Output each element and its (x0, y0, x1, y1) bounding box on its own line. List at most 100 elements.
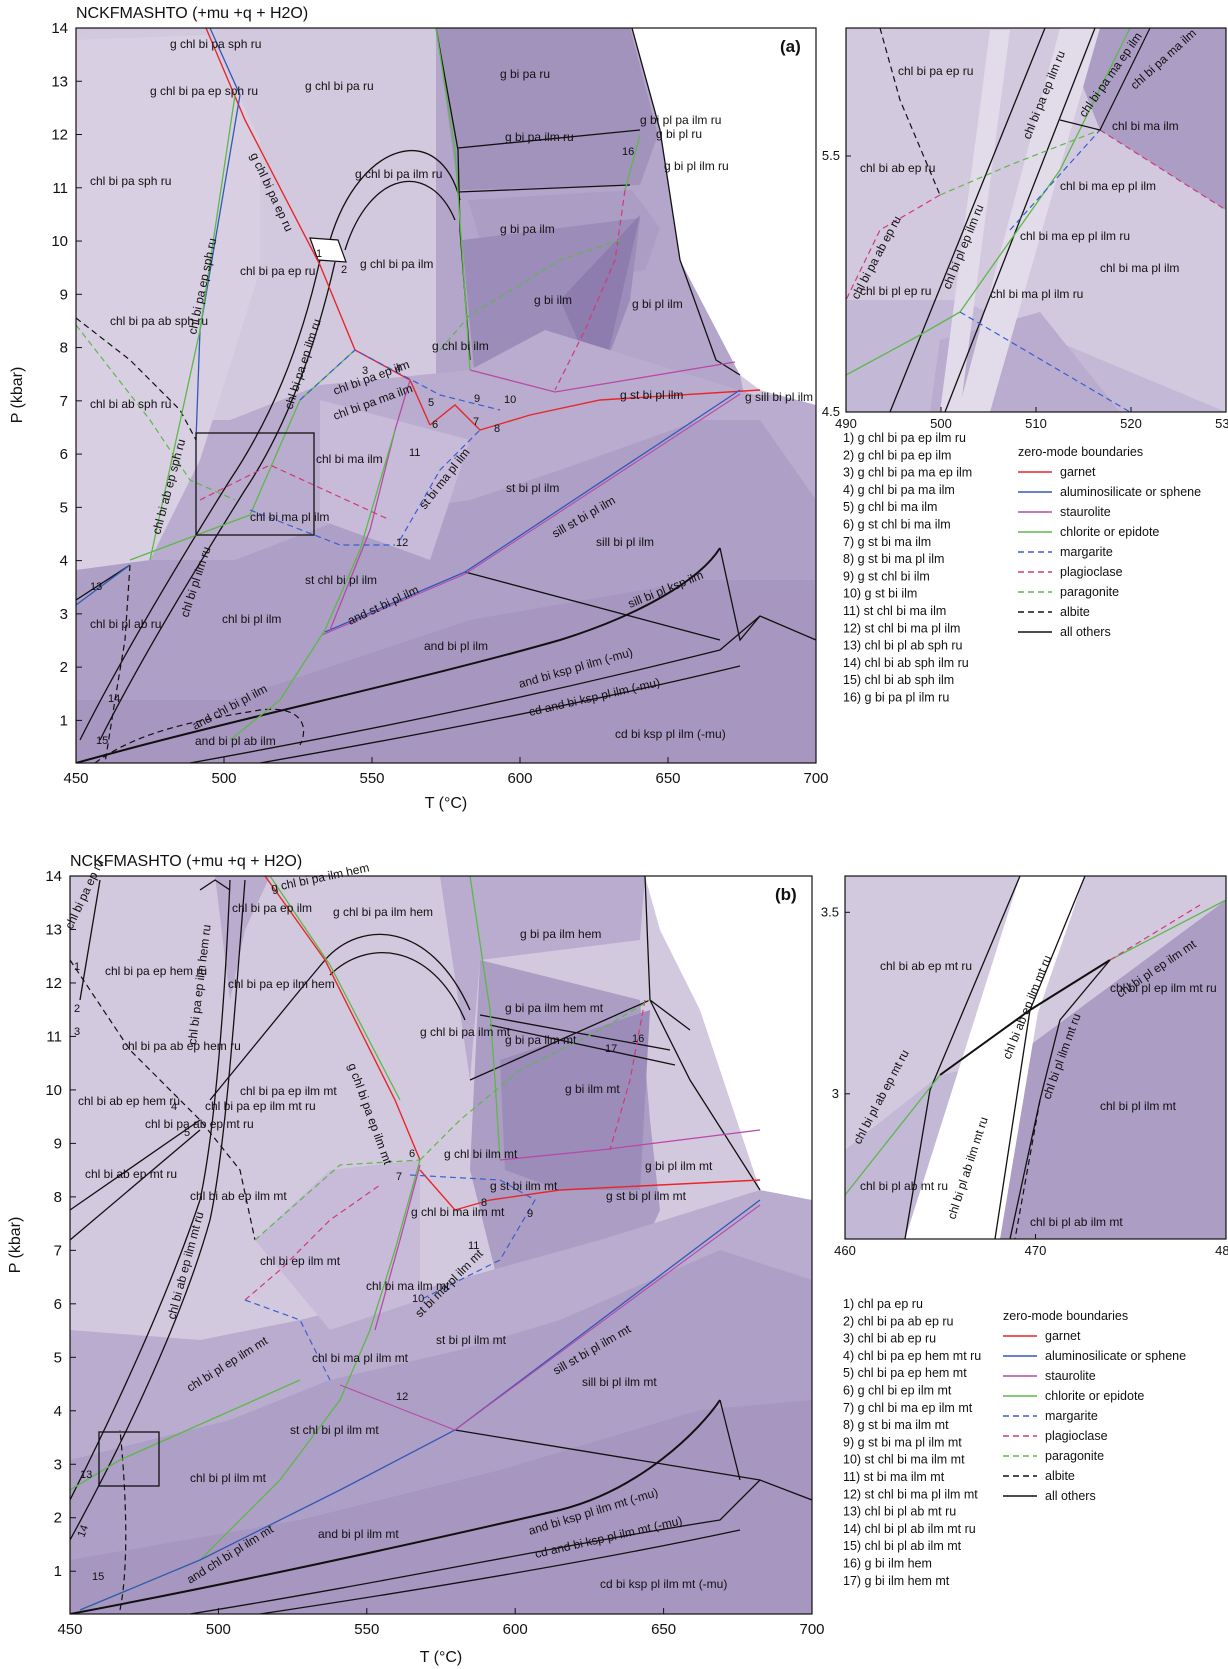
field-label: sill bi pl ilm mt (582, 1375, 657, 1389)
panel-b-boundaries (70, 876, 812, 1614)
key-entry: 4) chl bi pa ep hem mt ru (843, 1349, 981, 1363)
field-label: g chl bi ilm (432, 339, 489, 353)
legend-label: all others (1060, 625, 1111, 639)
inset-y-tick-label: 3 (832, 1086, 839, 1101)
field-label: g chl bi pa ilm ru (355, 167, 442, 181)
x-tick-label: 600 (507, 770, 532, 787)
panel-a-title: NCKFMASHTO (+mu +q + H2O) (76, 5, 308, 22)
key-entry: 1) g chl bi pa ep ilm ru (843, 431, 966, 445)
y-tick-label: 4 (54, 1403, 62, 1420)
field-label: sill bi pl ilm (596, 535, 654, 549)
key-entry: 2) chl bi pa ab ep ru (843, 1314, 954, 1328)
invariant-point: 2 (74, 1003, 80, 1015)
inset-field-label: chl bi ma ep pl ilm (1060, 179, 1156, 193)
inset-field-label: chl bi ab ep mt ru (880, 959, 972, 973)
field-label: chl bi pa ep hem ru (105, 964, 207, 978)
legend-label: paragonite (1045, 1449, 1104, 1463)
inset-field-label: chl bi pa ep ru (898, 64, 973, 78)
field-label: chl bi pa ep ilm (232, 901, 312, 915)
invariant-point: 10 (504, 394, 516, 406)
legend-label: aluminosilicate or sphene (1060, 485, 1201, 499)
invariant-point: 10 (412, 1293, 424, 1305)
field-label: g chl bi ilm mt (444, 1147, 518, 1161)
legend-label: all others (1045, 1489, 1096, 1503)
panel-a-inset-marker (195, 432, 315, 536)
invariant-point: 3 (362, 365, 368, 377)
field-label: g st bi pl ilm mt (606, 1189, 687, 1203)
field-label: g chl bi pa ru (305, 79, 374, 93)
panel-a-key: 1) g chl bi pa ep ilm ru2) g chl bi pa e… (843, 431, 972, 705)
panel-b-letter: (b) (775, 885, 797, 904)
key-entry: 12) st chl bi ma pl ilm (843, 621, 960, 635)
invariant-point: 4 (395, 363, 401, 375)
field-label: g bi pa ilm (500, 222, 555, 236)
inset-field-label: chl bi ab ep ru (860, 161, 935, 175)
key-entry: 15) chl bi pl ab ilm mt (843, 1539, 962, 1553)
y-tick-label: 14 (51, 20, 68, 37)
invariant-point: 7 (473, 416, 479, 428)
y-tick-label: 10 (45, 1082, 62, 1099)
key-entry: 16) g bi pa pl ilm ru (843, 691, 949, 705)
panel-b-title: NCKFMASHTO (+mu +q + H2O) (70, 853, 302, 870)
inset-y-tick-label: 3.5 (821, 904, 839, 919)
key-entry: 14) chl bi ab sph ilm ru (843, 656, 969, 670)
invariant-point: 15 (96, 735, 108, 747)
inset-field-label: chl bi pl ep ilm mt ru (1110, 981, 1217, 995)
field-label: chl bi pl ab ru (90, 617, 161, 631)
y-tick-label: 11 (46, 1028, 62, 1045)
invariant-point: 12 (396, 537, 408, 549)
field-label: g chl bi ma ilm mt (411, 1205, 505, 1219)
legend-label: albite (1045, 1469, 1075, 1483)
field-label: g bi pa ilm ru (505, 130, 574, 144)
field-label: and bi pl ilm mt (318, 1527, 399, 1541)
invariant-point: 16 (622, 146, 634, 158)
field-label: g bi pl ilm mt (645, 1159, 713, 1173)
y-tick-label: 7 (54, 1242, 62, 1259)
panel-a-boundaries (76, 28, 816, 763)
y-tick-label: 13 (51, 73, 68, 90)
field-label: chl bi ma ilm (316, 452, 383, 466)
invariant-point: 5 (428, 397, 434, 409)
legend-label: margarite (1060, 545, 1113, 559)
x-tick-label: 650 (651, 1621, 676, 1638)
inset-x-tick-label: 490 (835, 416, 857, 431)
panel-b: NCKFMASHTO (+mu +q + H2O) (7, 853, 1228, 1666)
field-label: chl bi pa ab ep hem ru (122, 1039, 241, 1053)
inset-x-tick-label: 480 (1215, 1243, 1228, 1258)
field-label: g bi ilm mt (565, 1082, 620, 1096)
y-tick-label: 14 (45, 868, 62, 885)
inset-x-tick-label: 460 (834, 1243, 856, 1258)
panel-b-frame (69, 875, 813, 1615)
legend-label: garnet (1060, 465, 1096, 479)
inset-field-label: chl bi ma ep pl ilm ru (1020, 229, 1130, 243)
y-tick-label: 3 (54, 1456, 62, 1473)
key-entry: 8) g st bi ma pl ilm (843, 552, 944, 566)
field-label: st chl bi pl ilm (305, 573, 377, 587)
field-label: g chl bi pa ilm (360, 257, 433, 271)
panel-a: NCKFMASHTO (+mu +q + H2O) (9, 5, 1228, 812)
invariant-point: 5 (184, 1127, 190, 1139)
field-label: chl bi pa ab ep mt ru (145, 1117, 254, 1131)
x-tick-label: 550 (359, 770, 384, 787)
key-entry: 1) chl pa ep ru (843, 1297, 923, 1311)
invariant-point: 6 (432, 419, 438, 431)
field-label: cd bi ksp pl ilm (-mu) (615, 727, 726, 741)
invariant-point: 16 (632, 1033, 644, 1045)
field-label: g bi pl ilm ru (664, 159, 729, 173)
key-entry: 10) st chl bi ma ilm mt (843, 1453, 965, 1467)
field-label: g bi pa ilm hem (520, 927, 601, 941)
panel-a-legend: zero-mode boundariesgarnetaluminosilicat… (1018, 445, 1201, 639)
x-tick-label: 650 (655, 770, 680, 787)
key-entry: 17) g bi ilm hem mt (843, 1574, 950, 1588)
inset-field-label: chl bi pl ilm mt (1100, 1099, 1177, 1113)
field-label: chl bi pa ep ilm mt ru (205, 1099, 316, 1113)
inset-field-label: chl bi pl ep ru (860, 284, 931, 298)
panel-a-xlabel: T (°C) (425, 795, 468, 812)
key-entry: 13) chl bi pl ab mt ru (843, 1505, 956, 1519)
invariant-point: 4 (171, 1101, 177, 1113)
y-tick-label: 7 (60, 393, 68, 410)
field-label: g sill bi pl ilm (745, 390, 813, 404)
key-entry: 13) chl bi pl ab sph ru (843, 639, 963, 653)
